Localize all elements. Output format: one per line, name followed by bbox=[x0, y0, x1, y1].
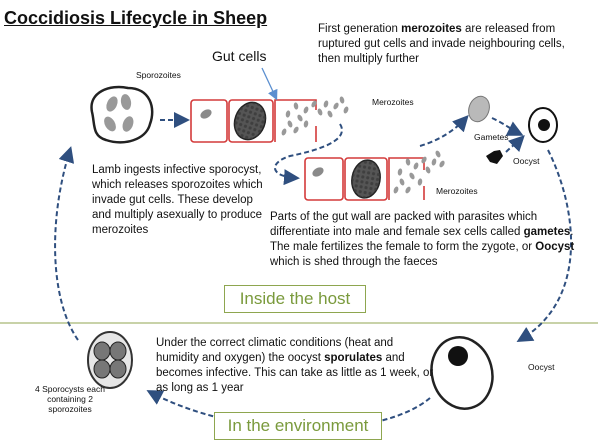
gut-cells-row-2 bbox=[304, 157, 425, 201]
sporozoites-label: Sporozoites bbox=[136, 70, 181, 80]
arrow-to-gut-cells-row-2 bbox=[274, 123, 343, 186]
gut-cells-label: Gut cells bbox=[212, 48, 267, 64]
gut-cells-pointer bbox=[261, 67, 278, 101]
merozoites-label-2: Merozoites bbox=[436, 186, 478, 196]
sporocysts-note: 4 Sporocysts each containing 2 sporozoit… bbox=[35, 384, 105, 414]
sporocyst-icon bbox=[90, 85, 154, 144]
oocyst-environment-icon bbox=[430, 336, 494, 410]
arrow-male-to-oocyst bbox=[505, 135, 525, 153]
arrow-ingestion bbox=[54, 146, 79, 341]
lamb-ingests-text: Lamb ingests infective sporocyst, which … bbox=[92, 164, 263, 236]
arrow-to-gametes bbox=[419, 115, 469, 147]
oocyst-label-top: Oocyst bbox=[513, 156, 540, 166]
environment-box: In the environment bbox=[214, 412, 382, 440]
oocyst-top-icon bbox=[528, 107, 558, 143]
sporulates-text: Under the correct climatic conditions (h… bbox=[156, 337, 434, 394]
gut-wall-text: Parts of the gut wall are packed with pa… bbox=[270, 211, 575, 268]
merozoites-release-text: First generation merozoites are released… bbox=[318, 23, 565, 65]
sporulated-oocyst-icon bbox=[87, 331, 133, 389]
merozoites-row-2 bbox=[393, 150, 445, 194]
merozoites-label-1: Merozoites bbox=[372, 97, 414, 107]
arrow-oocyst-shed bbox=[516, 149, 573, 343]
inside-host-box: Inside the host bbox=[224, 285, 366, 313]
arrow-female-to-oocyst bbox=[491, 117, 524, 136]
merozoites-row-1 bbox=[281, 96, 349, 136]
page-title: Coccidiosis Lifecycle in Sheep bbox=[4, 8, 268, 28]
gut-cells-row-1 bbox=[190, 99, 317, 143]
gametes-icon bbox=[468, 95, 503, 164]
gametes-label: Gametes bbox=[474, 132, 509, 142]
oocyst-label-bottom: Oocyst bbox=[528, 362, 555, 372]
